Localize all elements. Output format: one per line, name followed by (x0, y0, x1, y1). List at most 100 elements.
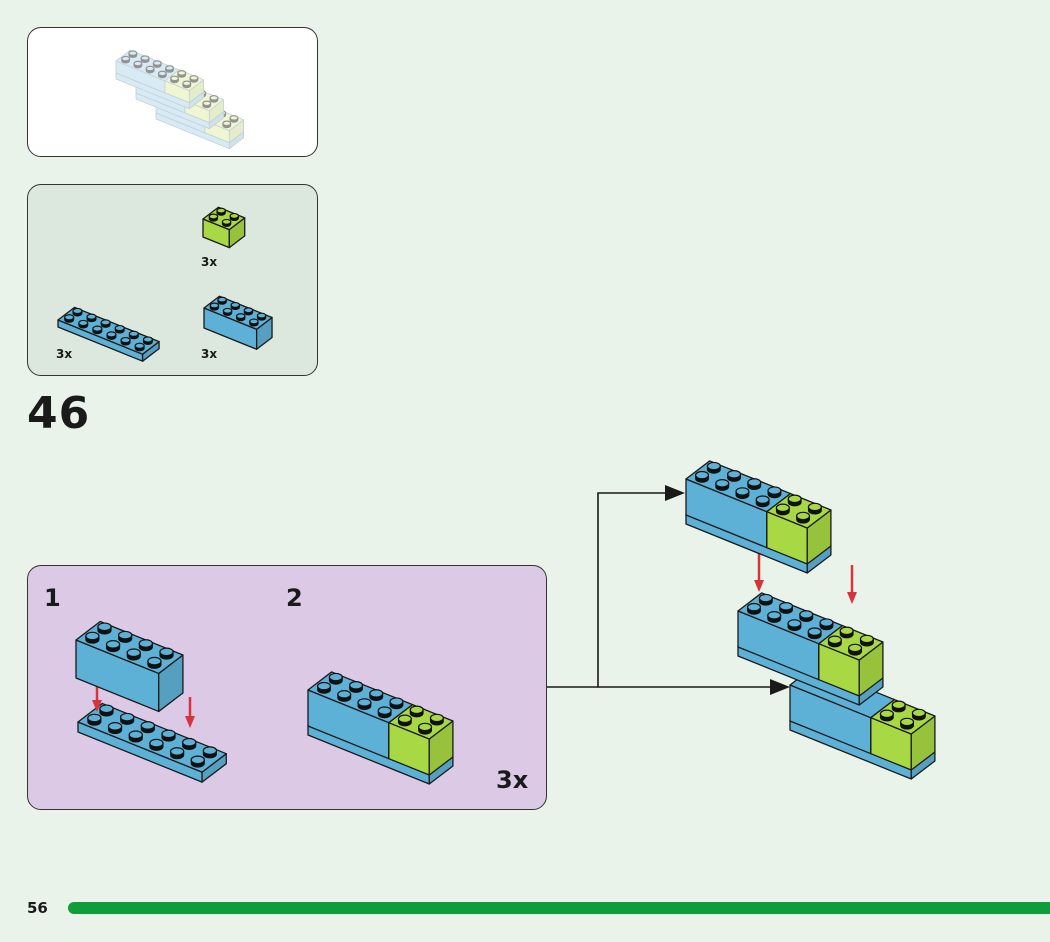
stud (209, 95, 219, 103)
part-brick-2x2-green (57, 206, 273, 362)
stud (397, 714, 412, 727)
stud (85, 631, 100, 644)
stud (389, 697, 404, 710)
substep2-brick-2x2 (388, 703, 454, 776)
preview-green-1 (164, 69, 205, 104)
substep-repeat-count: 3x (496, 766, 529, 794)
assembly-top-green (766, 492, 832, 565)
preview-blue-1 (115, 49, 180, 94)
substep1-arrow-right (185, 697, 195, 728)
page-number: 56 (27, 899, 48, 917)
stud (229, 212, 240, 222)
stud (189, 75, 199, 83)
stud (735, 487, 750, 500)
stud (86, 313, 97, 323)
stud (202, 746, 218, 759)
stud (879, 709, 894, 722)
preview-plate-1 (115, 61, 205, 110)
preview-blue-3 (155, 89, 220, 134)
stud (152, 60, 162, 68)
stud (149, 738, 164, 751)
stud (209, 302, 220, 311)
part-brick-2x2 (202, 206, 246, 249)
stud (128, 330, 139, 340)
stud (159, 647, 174, 660)
stud (78, 319, 89, 329)
stud (197, 90, 207, 98)
step-number: 46 (27, 388, 91, 439)
stud (121, 55, 131, 64)
stud (859, 634, 874, 647)
stud (819, 618, 834, 631)
stud (208, 213, 219, 222)
preview-green-2 (184, 89, 225, 124)
substep1-plate-2x6 (77, 702, 227, 783)
stud (170, 75, 180, 84)
stud (900, 717, 915, 730)
stud (107, 722, 123, 735)
stud (839, 626, 854, 639)
stud (140, 721, 156, 734)
preview-panel (27, 27, 318, 157)
stud (755, 495, 770, 508)
stud (799, 610, 814, 623)
stud (99, 704, 114, 717)
stud (105, 640, 121, 653)
stud (190, 755, 205, 768)
stud (106, 331, 117, 340)
stud (706, 461, 721, 474)
stud (357, 698, 372, 711)
preview-plate-2 (135, 81, 225, 130)
stud (128, 50, 138, 58)
substep1-brick-2x4 (75, 620, 184, 713)
part-brick-2x4 (203, 295, 273, 350)
stud (147, 656, 162, 669)
connector-lines (547, 492, 640, 688)
stud (177, 70, 187, 78)
stud (229, 115, 239, 123)
stud (217, 296, 227, 305)
page-progress-bar (68, 902, 1050, 914)
stud (128, 730, 143, 743)
stud (369, 689, 384, 701)
stud (243, 307, 254, 316)
assembly-arrow-right (847, 565, 857, 604)
stud (216, 207, 226, 216)
assembly-bottom-green (870, 698, 936, 771)
preview-green-3 (204, 109, 245, 144)
stud (100, 319, 111, 328)
stud (727, 470, 742, 482)
stud (169, 747, 185, 760)
part-plate-2x6 (57, 306, 160, 362)
assembly-middle-blue (737, 592, 844, 681)
stud (807, 502, 822, 515)
finished-model-preview (115, 49, 245, 150)
stud (126, 648, 141, 661)
stud (377, 706, 392, 719)
stud (222, 307, 233, 316)
stud (140, 55, 150, 63)
arrow-to-bottom-tier (598, 679, 790, 695)
stud (117, 630, 133, 643)
stud (72, 307, 83, 317)
stud (119, 712, 135, 725)
stud (249, 318, 259, 327)
stud (779, 602, 794, 614)
stud (142, 336, 154, 345)
stud (429, 713, 444, 726)
stud (827, 635, 842, 648)
stud (911, 708, 926, 721)
stud (222, 120, 232, 129)
assembly-middle-green (818, 624, 884, 697)
stud (715, 479, 730, 491)
stud (217, 110, 227, 118)
stud (418, 722, 433, 735)
stud (164, 65, 174, 73)
stud (349, 681, 364, 693)
stud (316, 681, 332, 694)
stud (138, 639, 154, 652)
stud (767, 611, 782, 623)
stud (190, 95, 200, 104)
stud (134, 342, 145, 352)
